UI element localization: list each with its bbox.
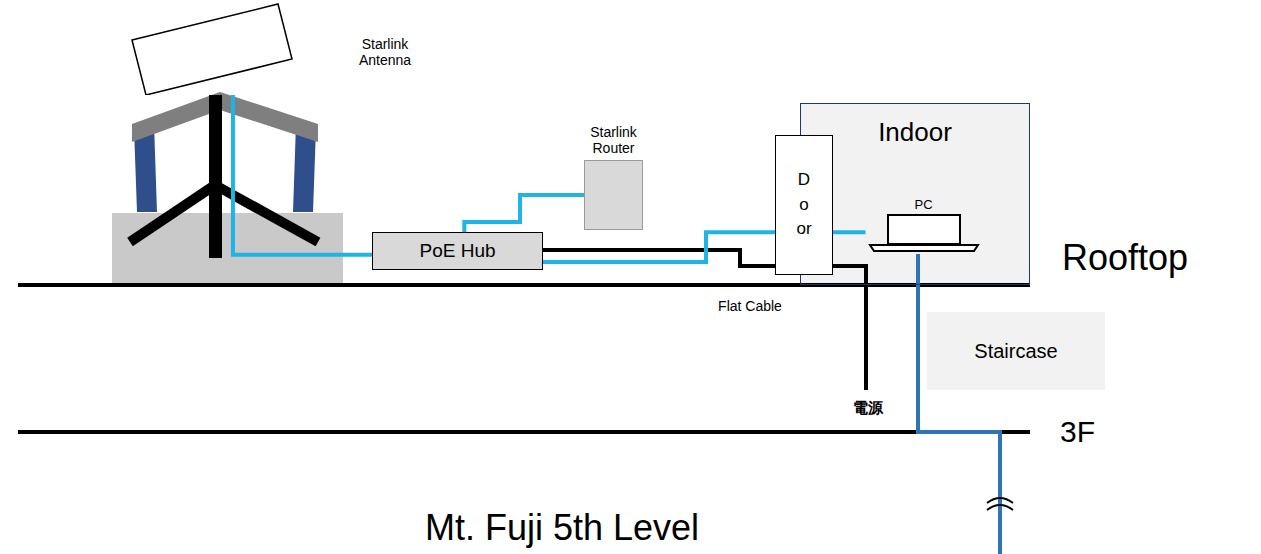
floor-label: 3F xyxy=(1060,415,1095,450)
cable-connector xyxy=(233,95,372,255)
mount-roof xyxy=(132,92,318,142)
node-text: PC xyxy=(866,198,982,213)
staircase-box: Staircase xyxy=(927,312,1105,390)
mount-base xyxy=(112,213,343,283)
floor-line xyxy=(18,283,1030,287)
mount-pole xyxy=(209,95,222,258)
antenna-dish xyxy=(128,0,308,95)
node-text: Starlink Router xyxy=(574,124,654,156)
cable-label: Flat Cable xyxy=(718,298,782,314)
mount-leg xyxy=(215,185,318,242)
antenna: Starlink Antenna xyxy=(128,0,308,95)
cable-symbol xyxy=(987,498,1013,510)
power-label: 電源 xyxy=(853,399,883,416)
site-label: Mt. Fuji 5th Level xyxy=(425,507,699,548)
indoor-room: IndoorPC xyxy=(800,103,1030,285)
floor-label: Rooftop xyxy=(1062,237,1188,278)
mount-leg xyxy=(130,185,215,242)
antenna-panel xyxy=(132,4,292,95)
indoor-fill xyxy=(800,103,1030,285)
node-text: PoE Hub xyxy=(419,240,495,262)
poe-hub-box: PoE Hub xyxy=(372,232,543,270)
laptop-base xyxy=(870,245,978,251)
router-box: Starlink Router xyxy=(584,160,643,230)
node-text: Starlink Antenna xyxy=(345,36,425,68)
pc-laptop: PC xyxy=(866,198,982,254)
node-text: Door xyxy=(796,168,813,242)
cable-connector xyxy=(464,195,584,232)
laptop-screen xyxy=(888,215,960,244)
node-text: Indoor xyxy=(801,118,1029,148)
floor-line xyxy=(18,430,1030,434)
node-text: Staircase xyxy=(974,340,1057,363)
door-box: Door xyxy=(775,135,833,275)
